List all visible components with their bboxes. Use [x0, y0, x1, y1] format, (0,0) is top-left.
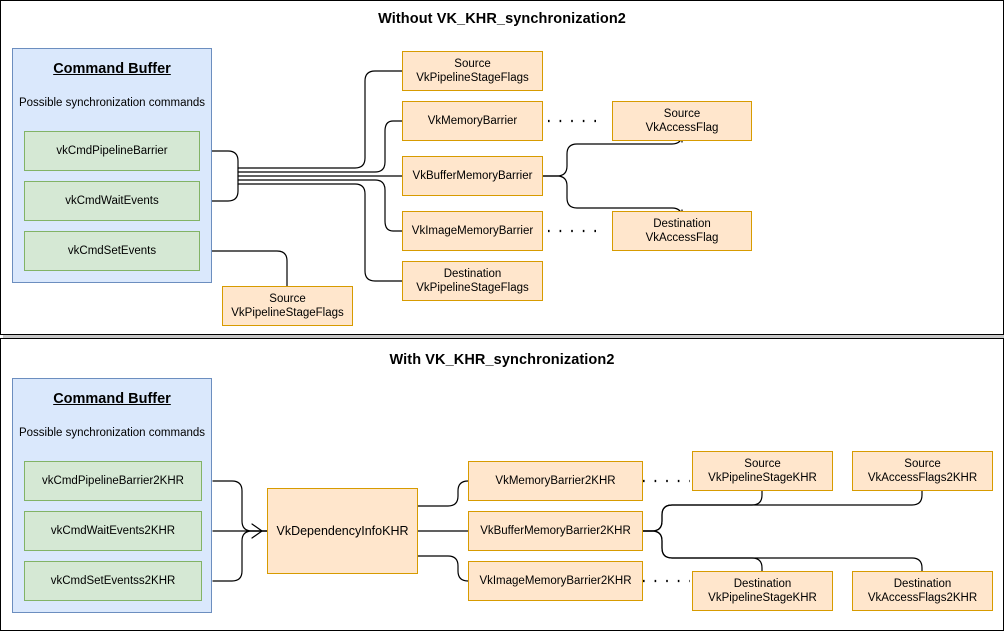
- top-source-access-flag[interactable]: Source VkAccessFlag: [612, 101, 752, 141]
- box-line1: Destination: [733, 578, 792, 590]
- box-line1: VkBufferMemoryBarrier2KHR: [480, 525, 631, 537]
- top-struct-source-pipeline-stage-flags[interactable]: Source VkPipelineStageFlags: [402, 51, 543, 91]
- box-line2: VkAccessFlag: [645, 122, 719, 134]
- box-line1: VkImageMemoryBarrier: [411, 225, 534, 237]
- box-line2: VkPipelineStageKHR: [708, 592, 817, 604]
- bottom-command-label: vkCmdPipelineBarrier2KHR: [42, 475, 184, 487]
- top-struct-vkmemorybarrier[interactable]: VkMemoryBarrier: [402, 101, 543, 141]
- box-line1: VkMemoryBarrier2KHR: [495, 475, 616, 487]
- bottom-source-pipeline-stage-khr[interactable]: Source VkPipelineStageKHR: [692, 451, 833, 491]
- top-cb-sub-line2: commands: [148, 97, 206, 109]
- top-command-label: vkCmdPipelineBarrier: [56, 145, 168, 157]
- bottom-destination-pipeline-stage-khr[interactable]: Destination VkPipelineStageKHR: [692, 571, 833, 611]
- bottom-command-label: vkCmdSetEventss2KHR: [50, 575, 176, 587]
- box-line2: VkAccessFlag: [645, 232, 719, 244]
- bottom-command-buffer-subheading: Possible synchronization commands: [12, 426, 212, 440]
- box-line2: VkPipelineStageKHR: [708, 472, 817, 484]
- top-source-pipeline-stage-flags-box[interactable]: Source VkPipelineStageFlags: [222, 286, 353, 326]
- box-line1: VkImageMemoryBarrier2KHR: [479, 575, 632, 587]
- top-struct-vkimagememorybarrier[interactable]: VkImageMemoryBarrier: [402, 211, 543, 251]
- top-destination-access-flag[interactable]: Destination VkAccessFlag: [612, 211, 752, 251]
- bottom-section-title: With VK_KHR_synchronization2: [389, 352, 615, 368]
- box-line1: Destination: [893, 578, 952, 590]
- top-command-buffer-subheading: Possible synchronization commands: [12, 96, 212, 110]
- box-line1: Source: [269, 293, 306, 305]
- top-command-vkcmdsetevents[interactable]: vkCmdSetEvents: [24, 231, 200, 271]
- box-line1: Destination: [653, 218, 711, 230]
- top-command-vkcmdpipelinebarrier[interactable]: vkCmdPipelineBarrier: [24, 131, 200, 171]
- top-command-buffer-heading: Command Buffer: [53, 61, 171, 77]
- box-line1: Source: [904, 458, 941, 470]
- bottom-command-label: vkCmdWaitEvents2KHR: [50, 525, 176, 537]
- bottom-struct-vkmemorybarrier2khr[interactable]: VkMemoryBarrier2KHR: [468, 461, 643, 501]
- top-command-label: vkCmdSetEvents: [67, 245, 157, 257]
- box-line2: VkAccessFlags2KHR: [867, 472, 978, 484]
- box-line1: VkBufferMemoryBarrier: [412, 170, 533, 182]
- box-line1: Source: [663, 108, 701, 120]
- top-command-label: vkCmdWaitEvents: [65, 195, 159, 207]
- bottom-struct-vkimagememorybarrier2khr[interactable]: VkImageMemoryBarrier2KHR: [468, 561, 643, 601]
- box-line2: VkPipelineStageFlags: [416, 282, 529, 294]
- bottom-destination-access-flags2khr[interactable]: Destination VkAccessFlags2KHR: [852, 571, 993, 611]
- box-line1: VkMemoryBarrier: [427, 115, 518, 127]
- bottom-source-access-flags2khr[interactable]: Source VkAccessFlags2KHR: [852, 451, 993, 491]
- top-command-vkcmdwaitevents[interactable]: vkCmdWaitEvents: [24, 181, 200, 221]
- top-struct-destination-pipeline-stage-flags[interactable]: Destination VkPipelineStageFlags: [402, 261, 543, 301]
- box-line1: VkDependencyInfoKHR: [276, 524, 409, 538]
- bottom-cb-sub-line1: Possible synchronization: [18, 427, 146, 439]
- page-shadow-top: [3, 335, 1004, 338]
- bottom-command-vkcmdseteventss2khr[interactable]: vkCmdSetEventss2KHR: [24, 561, 202, 601]
- bottom-command-vkcmdpipelinebarrier2khr[interactable]: vkCmdPipelineBarrier2KHR: [24, 461, 202, 501]
- box-line1: Source: [744, 458, 781, 470]
- box-line2: VkPipelineStageFlags: [416, 72, 529, 84]
- box-line2: VkAccessFlags2KHR: [867, 592, 978, 604]
- bottom-dependency-info-khr[interactable]: VkDependencyInfoKHR: [267, 488, 418, 574]
- box-line1: Destination: [443, 268, 502, 280]
- top-section-title: Without VK_KHR_synchronization2: [378, 11, 626, 27]
- box-line2: VkPipelineStageFlags: [231, 307, 344, 319]
- top-cb-sub-line1: Possible synchronization: [18, 97, 146, 109]
- bottom-command-buffer-heading: Command Buffer: [53, 391, 171, 407]
- bottom-cb-sub-line2: commands: [148, 427, 206, 439]
- bottom-struct-vkbuffermemorybarrier2khr[interactable]: VkBufferMemoryBarrier2KHR: [468, 511, 643, 551]
- top-struct-vkbuffermemorybarrier[interactable]: VkBufferMemoryBarrier: [402, 156, 543, 196]
- bottom-command-vkcmdwaitevents2khr[interactable]: vkCmdWaitEvents2KHR: [24, 511, 202, 551]
- box-line1: Source: [454, 58, 491, 70]
